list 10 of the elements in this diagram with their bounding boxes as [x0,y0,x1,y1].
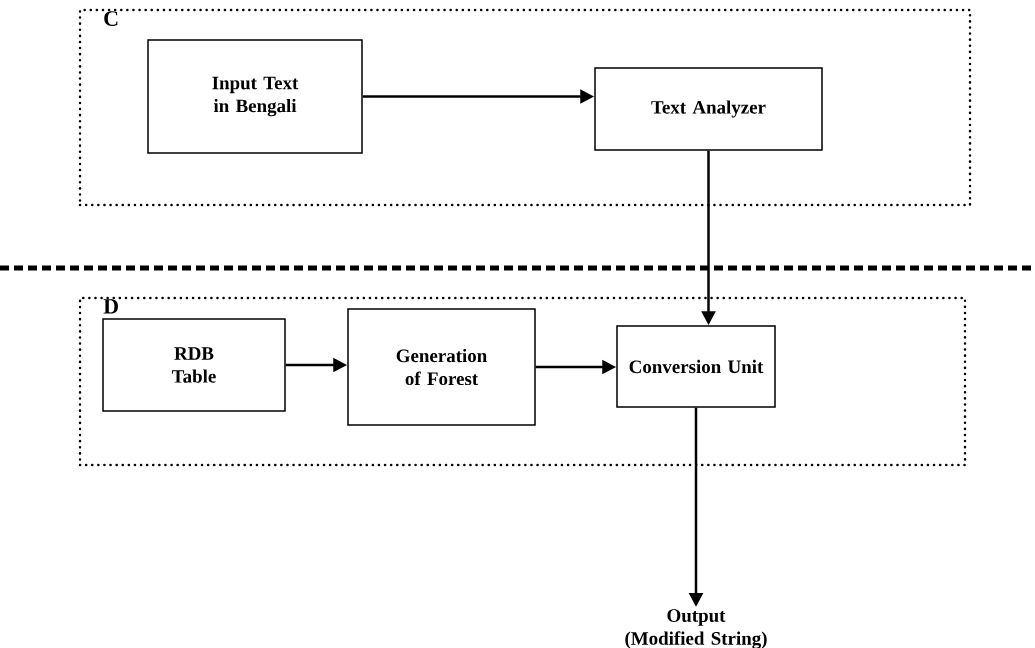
output-label: Output (Modified String) [625,609,767,648]
process-box: RDB Table [102,318,286,412]
group-heading: D [103,299,118,314]
group-frame [78,8,972,207]
process-box: Conversion Unit [616,325,776,408]
process-box: Input Text in Bengali [147,39,363,154]
process-box: Text Analyzer [594,67,823,151]
process-box: Generation of Forest [347,308,536,426]
group-heading: C [104,11,118,26]
group-frame [78,296,967,467]
